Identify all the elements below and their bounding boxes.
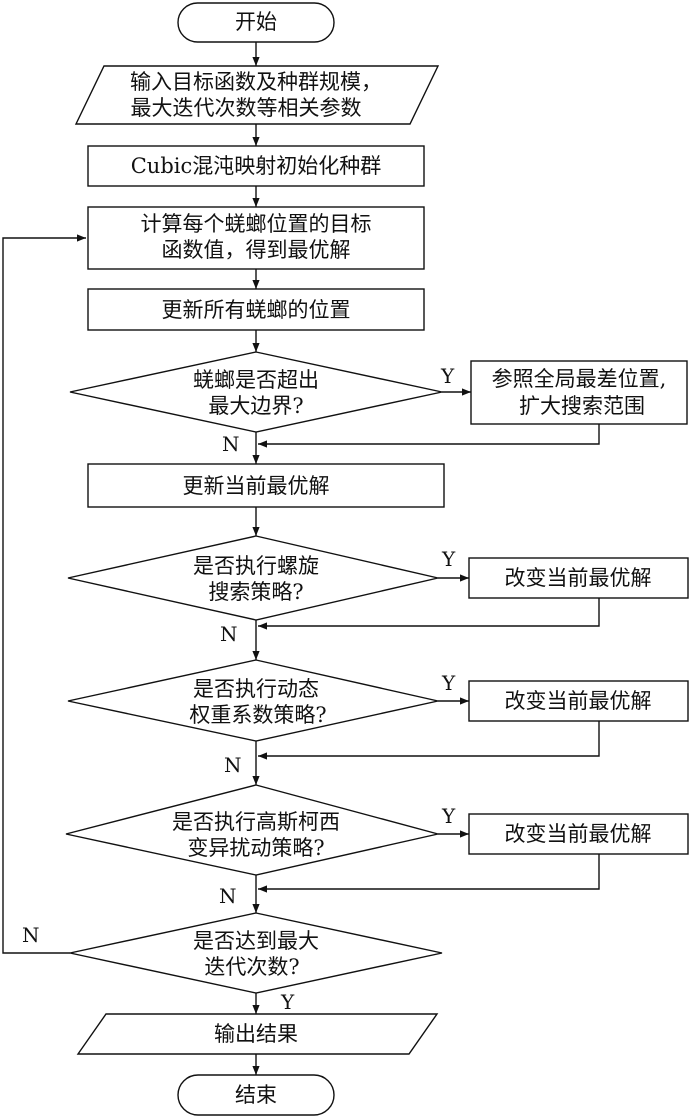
boundary-check-line-1: 蜣螂是否超出 [193,368,319,392]
boundary-no-label: N [222,432,240,456]
process-shape [468,557,689,599]
decision-shape [67,659,439,742]
gauss-check-line-2: 变异扰动策略? [187,836,324,860]
input-label-line-1: 输入目标函数及种群规模， [130,70,382,94]
process-shape [87,206,425,270]
node-compute: 计算每个蜣螂位置的目标 函数值，得到最优解 [87,206,425,270]
spiral-yes-label: Y [441,547,456,571]
input-label-line-2: 最大迭代次数等相关参数 [131,96,362,120]
arrow-spiral-change-return [258,598,600,630]
gauss-change-label: 改变当前最优解 [505,822,652,846]
init-label: Cubic混沌映射初始化种群 [131,154,382,178]
arrow-loop-back [2,234,86,954]
parallelogram-shape [76,1013,439,1055]
node-spiral-check: 是否执行螺旋 搜索策略? [67,535,439,621]
gauss-check-line-1: 是否执行高斯柯西 [172,810,340,834]
process-shape [470,360,688,425]
node-gauss-change: 改变当前最优解 [468,813,689,855]
terminator-shape [177,1074,335,1116]
decision-shape [65,784,439,876]
process-shape [87,288,425,331]
node-end: 结束 [177,1074,335,1116]
update-best-label: 更新当前最优解 [183,474,330,498]
gauss-no-label: N [219,884,237,908]
node-boundary-action: 参照全局最差位置, 扩大搜索范围 [470,360,688,425]
node-spiral-change: 改变当前最优解 [468,557,689,599]
max-iter-check-line-1: 是否达到最大 [193,929,319,953]
max-iter-check-line-2: 迭代次数? [204,955,299,979]
node-start: 开始 [177,2,335,43]
boundary-yes-label: Y [440,364,455,388]
boundary-check-line-2: 最大边界? [208,394,303,418]
start-label: 开始 [235,10,277,34]
gauss-yes-label: Y [441,804,456,828]
decision-shape [67,535,439,621]
arrow-dynamic-change-return [258,721,600,760]
decision-shape [69,351,443,433]
connectors [2,42,600,1075]
decision-shape [69,912,443,994]
node-input: 输入目标函数及种群规模， 最大迭代次数等相关参数 [74,65,440,125]
process-shape [468,813,689,855]
node-init: Cubic混沌映射初始化种群 [87,145,425,187]
compute-label-line-1: 计算每个蜣螂位置的目标 [141,212,372,236]
node-dynamic-check: 是否执行动态 权重系数策略? [67,659,439,742]
max-iter-no-label: N [22,923,40,947]
dynamic-no-label: N [224,753,242,777]
dynamic-yes-label: Y [441,671,456,695]
boundary-action-line-2: 扩大搜索范围 [519,394,645,418]
node-update-positions: 更新所有蜣螂的位置 [87,288,425,331]
node-max-iter-check: 是否达到最大 迭代次数? [69,912,443,994]
terminator-shape [177,2,335,43]
spiral-check-line-1: 是否执行螺旋 [193,554,319,578]
spiral-no-label: N [220,622,238,646]
arrow-gauss-change-return [258,854,600,893]
update-positions-label: 更新所有蜣螂的位置 [162,298,351,322]
parallelogram-shape [74,65,440,125]
spiral-change-label: 改变当前最优解 [505,566,652,590]
process-shape [87,463,445,508]
boundary-action-line-1: 参照全局最差位置, [492,367,667,391]
node-dynamic-change: 改变当前最优解 [468,680,689,722]
spiral-check-line-2: 搜索策略? [208,580,303,604]
compute-label-line-2: 函数值，得到最优解 [162,238,351,262]
node-update-best: 更新当前最优解 [87,463,445,508]
max-iter-yes-label: Y [280,990,295,1014]
node-gauss-check: 是否执行高斯柯西 变异扰动策略? [65,784,439,876]
node-boundary-check: 蜣螂是否超出 最大边界? [69,351,443,433]
dynamic-change-label: 改变当前最优解 [505,689,652,713]
edge-labels: Y N Y N Y N Y N N Y [22,364,456,1014]
node-output: 输出结果 [76,1013,439,1055]
output-label: 输出结果 [214,1022,298,1046]
dynamic-check-line-1: 是否执行动态 [193,677,319,701]
dynamic-check-line-2: 权重系数策略? [189,703,326,727]
process-shape [87,145,425,187]
end-label: 结束 [235,1083,277,1107]
process-shape [468,680,689,722]
arrow-boundary-action-return [258,424,600,448]
